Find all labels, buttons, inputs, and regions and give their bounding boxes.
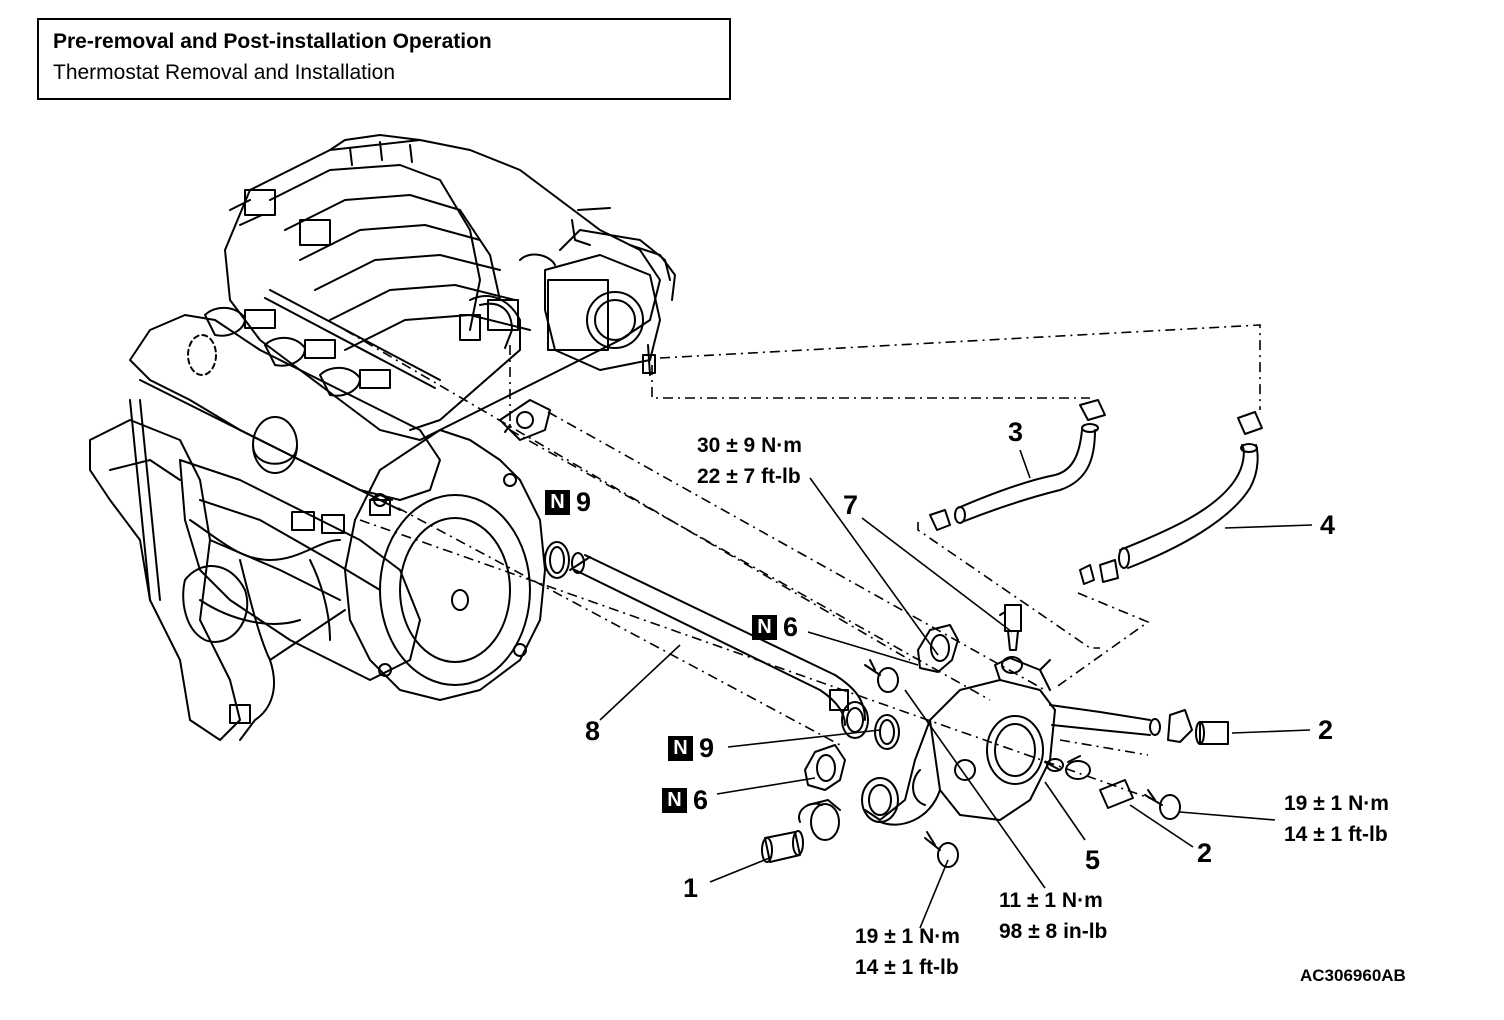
callout-7: 7: [843, 490, 859, 520]
callout-2-lower: 2: [1197, 838, 1213, 868]
gasket-lower: [804, 744, 846, 791]
o-ring-lower: [874, 714, 900, 750]
coolant-temperature-sensor: [999, 604, 1022, 651]
torque-nm: 19 ± 1 N·m: [1284, 792, 1389, 815]
n-mark-number: 6: [693, 785, 709, 815]
title-box: Pre-removal and Post-installation Operat…: [37, 18, 731, 100]
n-mark-9-upper: N 9: [545, 487, 591, 518]
n-mark-number: 9: [699, 733, 715, 763]
torque-spec-bottom: 19 ± 1 N·m 14 ± 1 ft-lb: [855, 921, 960, 983]
torque-inlb: 98 ± 8 in-lb: [999, 920, 1108, 943]
figure-code: AC306960AB: [1300, 966, 1406, 985]
page-title: Pre-removal and Post-installation Operat…: [53, 30, 492, 53]
n-mark-number: 6: [783, 612, 799, 642]
n-mark-9-lower: N 9: [668, 733, 714, 764]
hose-upper-2: [1167, 709, 1229, 745]
n-mark-box: N: [752, 615, 777, 640]
torque-nm: 19 ± 1 N·m: [855, 925, 960, 948]
torque-spec-center: 11 ± 1 N·m 98 ± 8 in-lb: [999, 885, 1107, 947]
o-ring-upper: [544, 541, 570, 579]
n-mark-6-upper: N 6: [752, 612, 798, 643]
callout-2-upper: 2: [1318, 715, 1334, 745]
hose-3: [929, 399, 1106, 531]
torque-ftlb: 14 ± 1 ft-lb: [855, 956, 959, 979]
water-inlet-pipe: [569, 552, 869, 739]
bolt-lower: [924, 831, 959, 868]
callout-1: 1: [683, 873, 699, 903]
torque-nm: 11 ± 1 N·m: [999, 889, 1103, 912]
n-mark-box: N: [545, 490, 570, 515]
engine-block-illustration: [89, 134, 676, 741]
n-mark-6-lower: N 6: [662, 785, 708, 816]
callout-5: 5: [1085, 845, 1101, 875]
torque-spec-right: 19 ± 1 N·m 14 ± 1 ft-lb: [1284, 788, 1389, 850]
torque-ftlb: 22 ± 7 ft-lb: [697, 465, 801, 488]
n-mark-number: 9: [576, 487, 592, 517]
thermostat-housing: [861, 656, 1161, 826]
n-mark-box: N: [662, 788, 687, 813]
callout-4: 4: [1320, 510, 1336, 540]
bolt-right: [1144, 789, 1181, 820]
hose-4: [1079, 411, 1263, 585]
torque-spec-top: 30 ± 9 N·m 22 ± 7 ft-lb: [697, 430, 802, 492]
torque-nm: 30 ± 9 N·m: [697, 434, 802, 457]
callout-8: 8: [585, 716, 601, 746]
n-mark-box: N: [668, 736, 693, 761]
hose-lower-2: [1065, 755, 1134, 809]
callout-3: 3: [1008, 417, 1024, 447]
page-subtitle: Thermostat Removal and Installation: [53, 61, 395, 84]
gasket-upper: [917, 624, 959, 673]
bolt-housing-upper: [864, 659, 899, 693]
torque-ftlb: 14 ± 1 ft-lb: [1284, 823, 1388, 846]
